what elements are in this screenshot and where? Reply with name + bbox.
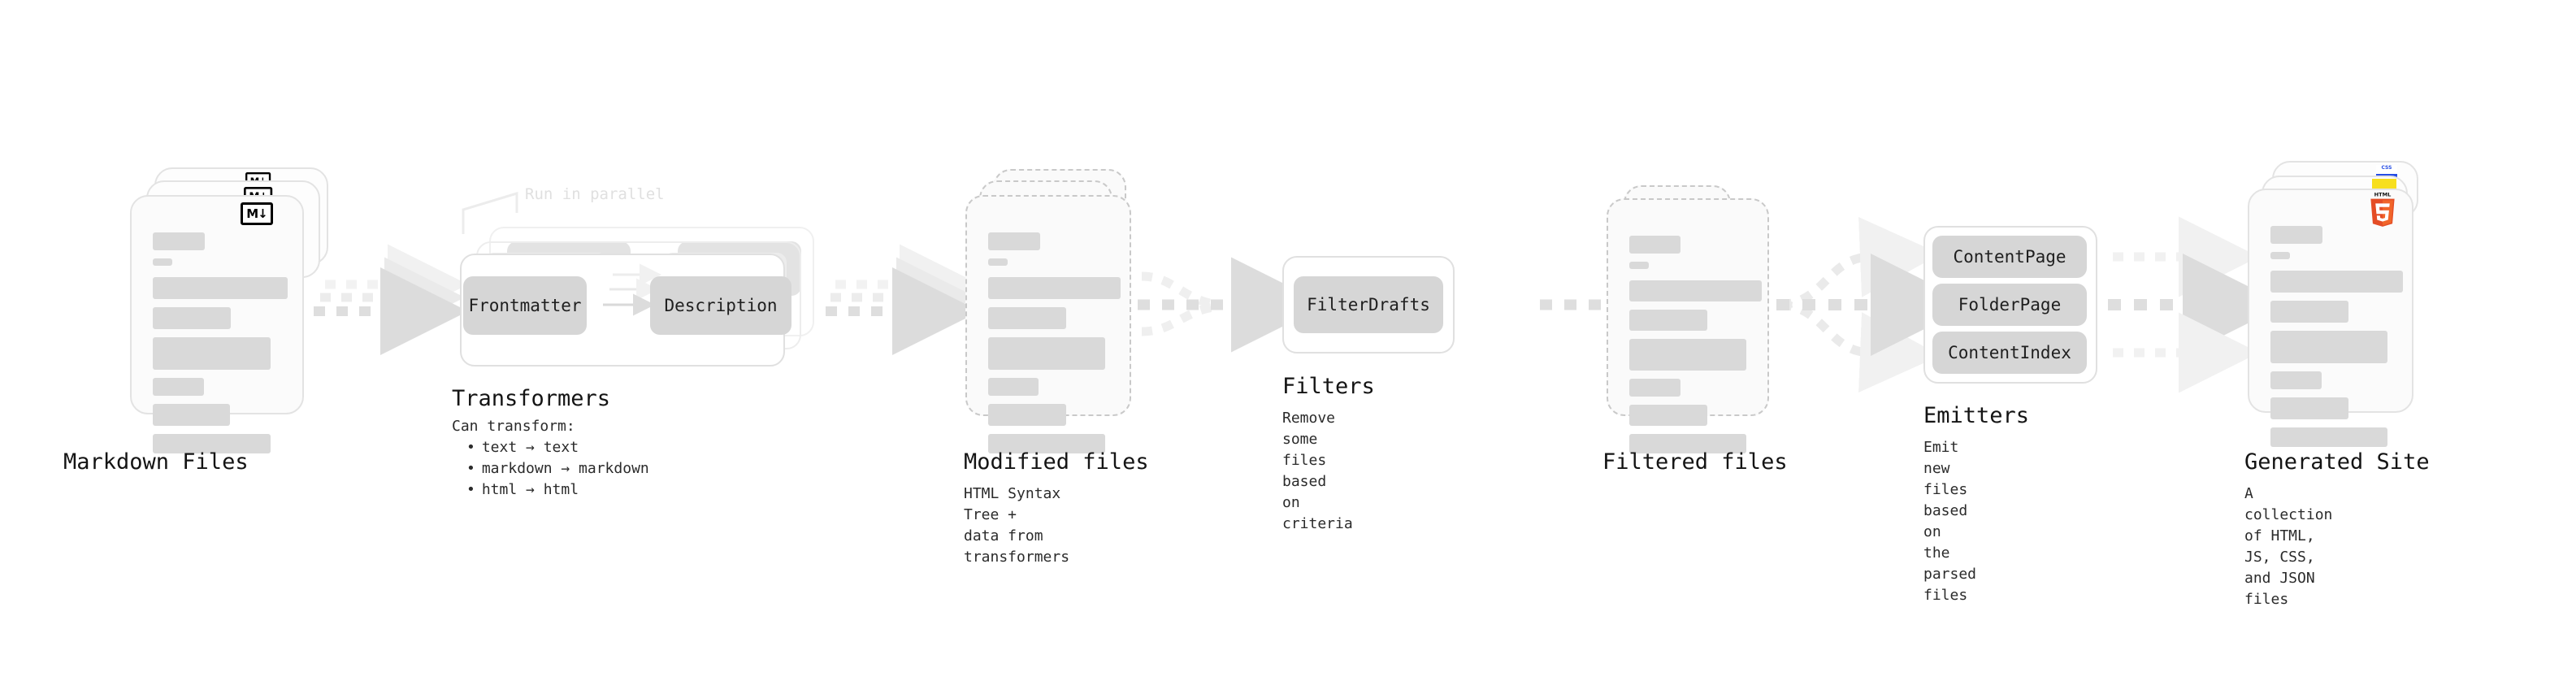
transformers-bullet-list: text → text markdown → markdown html → h…: [452, 437, 649, 501]
css3-icon-label: CSS: [2381, 165, 2392, 171]
transformer-chip-description[interactable]: Description: [650, 276, 791, 335]
run-in-parallel-note: Run in parallel: [525, 185, 665, 203]
modified-sheet-front: [965, 195, 1131, 453]
site-sheet-front: [2248, 189, 2413, 447]
arrow-modified-to-filters: [1138, 257, 1326, 353]
filtered-sheet-front: [1607, 198, 1769, 453]
svg-text:HTML: HTML: [2374, 192, 2392, 198]
markdown-icon: M↓: [241, 202, 273, 225]
stage-title-modified-files: Modified files: [964, 449, 1149, 475]
html5-icon: HTML: [2367, 191, 2398, 227]
arrow-emitters-to-site: [2108, 216, 2285, 393]
transformers-bullet-2: html → html: [466, 479, 649, 501]
transformers-caption: Can transform: text → text markdown → ma…: [452, 416, 649, 501]
transformers-bullet-1: markdown → markdown: [466, 458, 649, 479]
stage-title-generated-site: Generated Site: [2244, 449, 2430, 475]
transformer-chip-frontmatter[interactable]: Frontmatter: [463, 276, 587, 335]
stage-caption-modified-files: HTML Syntax Tree + data from transformer…: [964, 485, 1070, 566]
modified-placeholder-lines: [988, 232, 1121, 462]
transformers-bullet-0: text → text: [466, 437, 649, 458]
stage-title-filters: Filters: [1282, 374, 1375, 399]
emitter-chip-contentpage[interactable]: ContentPage: [1932, 236, 2087, 278]
stage-title-markdown-files: Markdown Files: [63, 449, 249, 475]
stage-title-emitters: Emitters: [1923, 403, 2030, 428]
stage-caption-emitters: Emit new files based on the parsed files: [1923, 439, 1977, 604]
emitter-chip-contentindex[interactable]: ContentIndex: [1932, 332, 2087, 374]
transformers-caption-header: Can transform:: [452, 418, 575, 435]
html5-icon-shape: HTML: [2370, 192, 2395, 227]
filter-chip-filterdrafts[interactable]: FilterDrafts: [1294, 276, 1443, 333]
arrow-filtered-to-emitters: [1776, 216, 1973, 393]
stage-caption-filters: Remove some files based on criteria: [1282, 410, 1353, 532]
arrow-transformers-to-modified: [826, 244, 980, 355]
arrow-markdown-to-transformers: [314, 244, 468, 355]
stage-title-filtered-files: Filtered files: [1602, 449, 1788, 475]
stage-title-transformers: Transformers: [452, 386, 611, 411]
filtered-placeholder-lines: [1629, 236, 1762, 462]
markdown-sheet-front: [130, 195, 304, 453]
markdown-placeholder-lines: [153, 232, 288, 462]
stage-caption-generated-site: A collection of HTML, JS, CSS, and JSON …: [2244, 485, 2333, 608]
site-placeholder-lines: [2270, 226, 2403, 455]
emitter-chip-folderpage[interactable]: FolderPage: [1932, 284, 2087, 326]
